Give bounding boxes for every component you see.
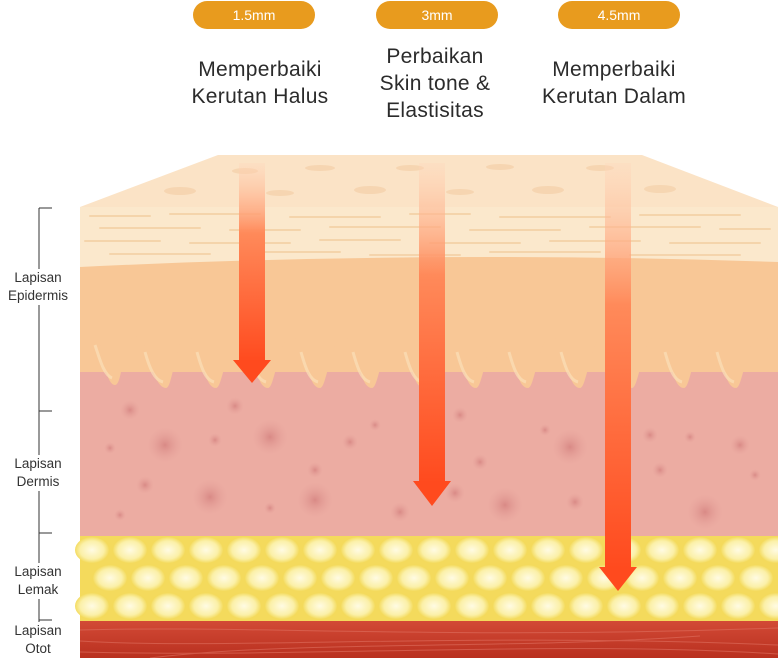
dermis-cells <box>104 397 761 530</box>
muscle-layer <box>80 621 778 658</box>
fat-cell <box>739 565 773 591</box>
fat-cell <box>663 565 697 591</box>
fat-cell <box>645 537 679 563</box>
fat-cell <box>701 565 735 591</box>
fat-cell <box>245 565 279 591</box>
fat-cell <box>531 593 565 619</box>
fat-cell <box>207 565 241 591</box>
fat-cell <box>113 537 147 563</box>
fat-cell <box>455 593 489 619</box>
muscle-fibers <box>79 627 778 658</box>
label-line: Otot <box>25 641 51 656</box>
depth-pill-1: 1.5mm <box>193 1 315 29</box>
fat-cell <box>645 593 679 619</box>
fat-cell <box>607 593 641 619</box>
heading-line: Kerutan Halus <box>191 85 329 108</box>
depth-pill-2: 3mm <box>376 1 498 29</box>
fat-cell <box>531 537 565 563</box>
fat-cell <box>493 593 527 619</box>
heading-deep-wrinkles: Memperbaiki Kerutan Dalam <box>522 56 706 110</box>
label-line: Dermis <box>16 474 60 489</box>
fat-cell <box>303 537 337 563</box>
fat-cells <box>75 537 778 619</box>
label-dermis: Lapisan Dermis <box>0 455 76 491</box>
fat-cell <box>569 537 603 563</box>
heading-line: Kerutan Dalam <box>542 85 686 108</box>
fat-cell <box>417 593 451 619</box>
fat-cell <box>151 537 185 563</box>
fat-cell <box>265 593 299 619</box>
heading-line: Memperbaiki <box>552 58 676 81</box>
heading-line: Skin tone & <box>379 72 491 95</box>
fat-cell <box>341 537 375 563</box>
fat-cell <box>625 565 659 591</box>
label-line: Lapisan <box>14 564 62 579</box>
heading-line: Perbaikan <box>386 45 484 68</box>
label-line: Lapisan <box>14 623 62 638</box>
fat-cell <box>189 593 223 619</box>
fat-cell <box>379 537 413 563</box>
fat-cell <box>455 537 489 563</box>
fat-cell <box>75 537 109 563</box>
depth-pill-3: 4.5mm <box>558 1 680 29</box>
fat-cell <box>683 593 717 619</box>
fat-cell <box>379 593 413 619</box>
arrow-3mm <box>413 163 451 506</box>
label-fat: Lapisan Lemak <box>0 563 76 599</box>
fat-cell <box>359 565 393 591</box>
fat-cell <box>435 565 469 591</box>
fat-cell <box>283 565 317 591</box>
fat-cell <box>75 593 109 619</box>
label-line: Lapisan <box>14 456 62 471</box>
fat-cell <box>417 537 451 563</box>
fat-cell <box>227 593 261 619</box>
fat-cell <box>683 537 717 563</box>
heading-line: Elastisitas <box>386 99 484 122</box>
fat-cell <box>721 537 755 563</box>
fat-cell <box>227 537 261 563</box>
heading-skin-tone: Perbaikan Skin tone & Elastisitas <box>345 43 525 124</box>
label-line: Lemak <box>17 582 59 597</box>
fat-cell <box>473 565 507 591</box>
fat-cell <box>321 565 355 591</box>
fat-cell <box>169 565 203 591</box>
fat-cell <box>341 593 375 619</box>
fat-cell <box>493 537 527 563</box>
label-line: Lapisan <box>14 270 62 285</box>
fat-cell <box>189 537 223 563</box>
fat-cell <box>511 565 545 591</box>
fat-cell <box>93 565 127 591</box>
fat-cell <box>721 593 755 619</box>
label-line: Epidermis <box>7 288 69 303</box>
fat-cell <box>759 593 778 619</box>
fat-cell <box>113 593 147 619</box>
fat-cell <box>131 565 165 591</box>
arrow-4.5mm <box>599 163 637 591</box>
fat-cell <box>151 593 185 619</box>
fat-cell <box>569 593 603 619</box>
fat-cell <box>303 593 337 619</box>
arrow-1.5mm <box>233 163 271 383</box>
fat-cell <box>397 565 431 591</box>
label-muscle: Lapisan Otot <box>0 622 76 658</box>
fat-cell <box>759 537 778 563</box>
heading-line: Memperbaiki <box>198 58 322 81</box>
fat-cell <box>549 565 583 591</box>
fat-cell <box>265 537 299 563</box>
label-epidermis: Lapisan Epidermis <box>0 269 76 305</box>
heading-fine-wrinkles: Memperbaiki Kerutan Halus <box>170 56 350 110</box>
